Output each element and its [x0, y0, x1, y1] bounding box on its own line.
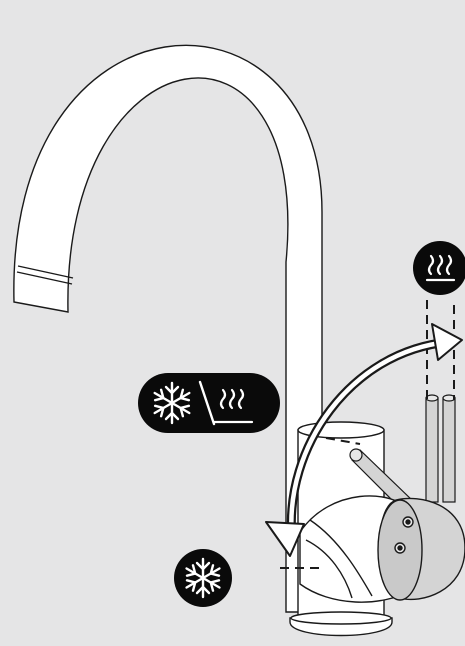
- lever-hot-position: [426, 395, 455, 502]
- hot-water-badge: [413, 241, 465, 295]
- lever-housing: [300, 496, 465, 602]
- mixed-water-badge: [138, 373, 280, 433]
- cold-water-badge: [174, 549, 232, 607]
- arrow-head-top: [432, 324, 462, 360]
